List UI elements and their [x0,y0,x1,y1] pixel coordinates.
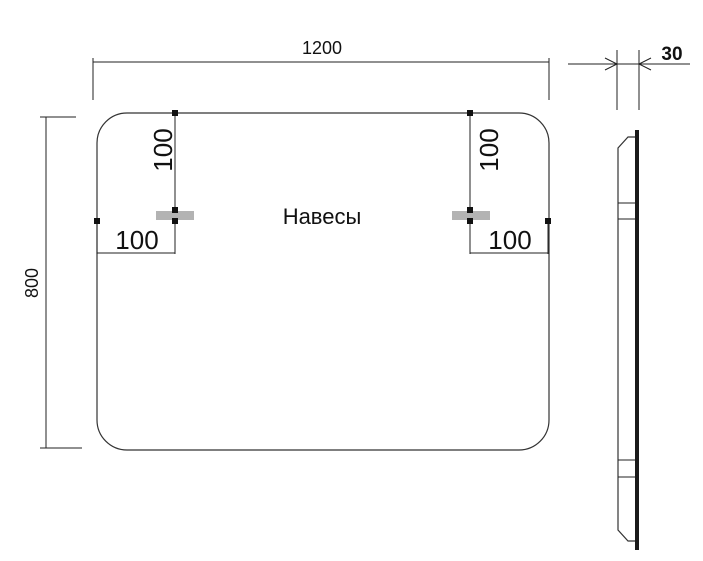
right-top-offset-label: 100 [474,128,504,171]
width-dimension: 1200 [92,38,550,100]
left-hanger: 100 100 [94,110,194,255]
height-label: 800 [22,268,42,298]
hanger-label: Навесы [283,204,362,229]
right-hanger-bracket [452,211,490,220]
width-label: 1200 [302,38,342,58]
left-hanger-bracket [156,211,194,220]
left-side-offset-label: 100 [115,225,158,255]
left-top-offset-label: 100 [148,128,178,171]
mirror-side-view [617,130,639,550]
side-frame [635,130,639,550]
depth-label: 30 [661,44,682,65]
height-dimension: 800 [22,116,82,449]
right-side-offset-label: 100 [488,225,531,255]
mirror-front-outline [96,112,550,451]
right-hanger: 100 100 [452,110,551,255]
depth-dimension: 30 [568,44,690,110]
